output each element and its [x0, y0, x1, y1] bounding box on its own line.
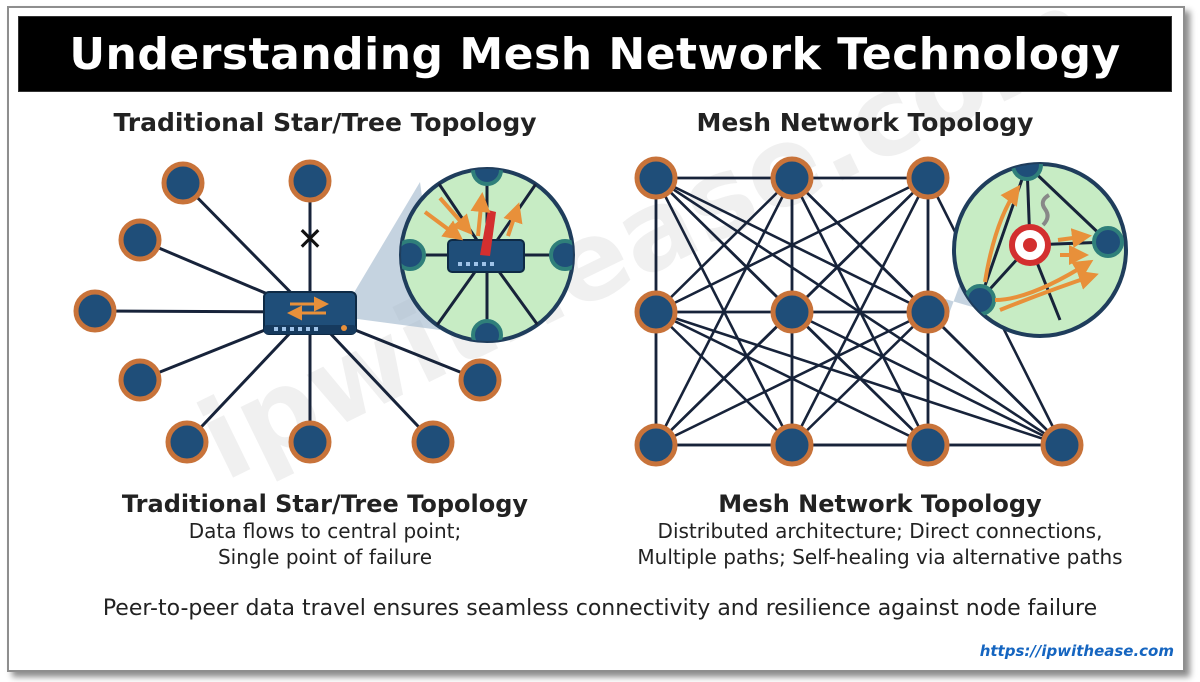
star-topology-heading: Traditional Star/Tree Topology	[113, 108, 537, 137]
mesh-link	[655, 177, 793, 313]
mesh-caption-title: Mesh Network Topology	[718, 490, 1042, 518]
mesh-link	[655, 310, 929, 447]
star-caption-title: Traditional Star/Tree Topology	[121, 490, 529, 518]
star-link	[181, 181, 312, 314]
mesh-topology	[634, 156, 1128, 467]
star-caption: Traditional Star/Tree Topology Data flow…	[95, 490, 555, 570]
source-link[interactable]: https://ipwithease.com	[979, 642, 1174, 660]
star-node	[458, 358, 502, 402]
star-node	[73, 289, 117, 333]
mesh-link	[655, 176, 929, 314]
star-node	[118, 218, 162, 262]
mesh-node	[770, 423, 814, 467]
mesh-node	[634, 423, 678, 467]
mesh-node	[1040, 423, 1084, 467]
central-switch-icon	[263, 291, 357, 335]
mesh-node	[634, 290, 678, 334]
mesh-node	[906, 290, 950, 334]
star-node	[411, 420, 455, 464]
star-topology: ✕	[73, 159, 575, 464]
mesh-link	[927, 311, 1063, 446]
mesh-zoom-inset	[952, 162, 1128, 338]
mesh-node	[770, 156, 814, 200]
mesh-topology-heading: Mesh Network Topology	[696, 108, 1034, 137]
smoke-icon	[1040, 193, 1051, 227]
star-node	[165, 420, 209, 464]
page-title: Understanding Mesh Network Technology	[69, 28, 1121, 80]
star-node	[288, 159, 332, 203]
frame	[7, 6, 1185, 672]
mesh-caption-line: Distributed architecture; Direct connect…	[657, 519, 1103, 543]
mesh-node	[634, 156, 678, 200]
mesh-caption: Mesh Network Topology Distributed archit…	[610, 490, 1150, 570]
star-node	[161, 161, 205, 205]
footer-statement: Peer-to-peer data travel ensures seamles…	[102, 596, 1098, 621]
mesh-link	[791, 311, 929, 446]
star-node	[118, 358, 162, 402]
star-caption-line: Data flows to central point;	[188, 519, 462, 543]
mesh-nodes	[634, 156, 1084, 467]
mesh-node	[906, 156, 950, 200]
star-caption-line: Single point of failure	[217, 545, 432, 569]
title-banner: Understanding Mesh Network Technology	[18, 16, 1172, 92]
star-zoom-inset	[399, 167, 575, 343]
star-node	[288, 420, 332, 464]
failed-link-marker: ✕	[297, 220, 324, 258]
mesh-link	[655, 311, 793, 446]
mesh-caption-line: Multiple paths; Self-healing via alterna…	[637, 545, 1123, 569]
mesh-node	[906, 423, 950, 467]
mesh-node	[770, 290, 814, 334]
